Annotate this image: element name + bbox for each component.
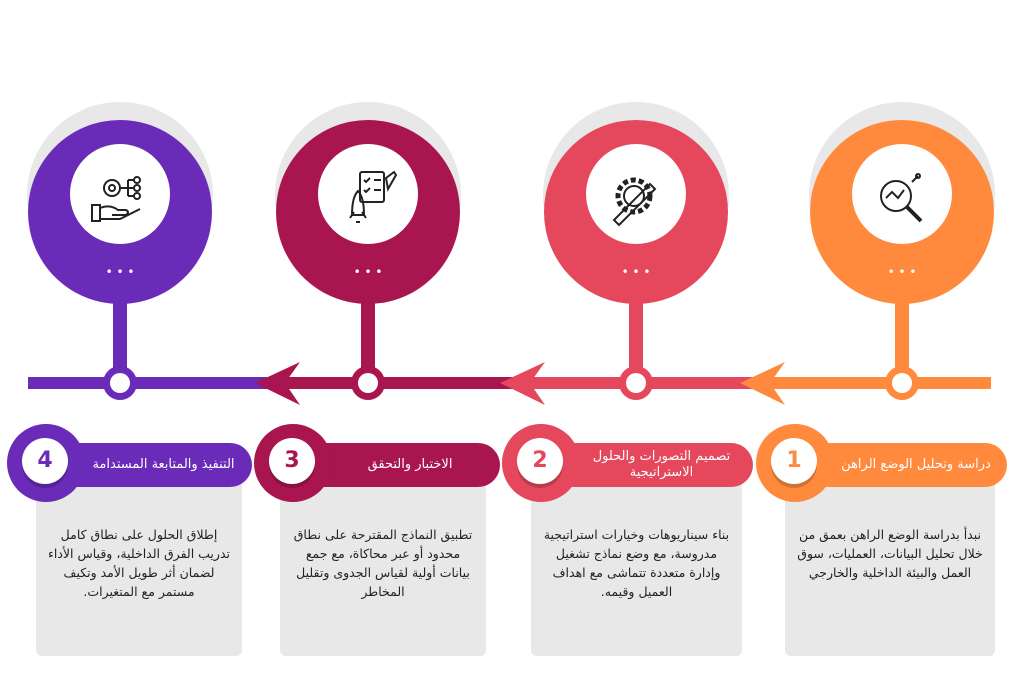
pin-step-2 [543, 102, 729, 400]
arrow-left-icon [255, 362, 300, 405]
step-4-title: التنفيذ والمتابعة المستدامة [92, 457, 235, 472]
step-4-description: إطلاق الحلول على نطاق كامل تدريب الفرق ا… [48, 527, 230, 599]
step-4-badge: 4 [7, 424, 85, 502]
step-3-card: تطبيق النماذج المقترحة على نطاق محدود أو… [280, 470, 486, 656]
step-3-number: 3 [269, 438, 315, 484]
step-2-title: تصميم التصورات والحلول الاستراتيجية [592, 449, 731, 480]
step-2-number: 2 [517, 438, 563, 484]
step-1-card: نبدأ بدراسة الوضع الراهن بعمق من خلال تح… [785, 470, 995, 656]
analysis-magnifier-icon [880, 173, 923, 223]
pin-step-3 [275, 102, 461, 400]
gear-pencil-icon [612, 177, 657, 227]
step-1-title: دراسة وتحليل الوضع الراهن [841, 457, 991, 472]
pin-dots: • • • [106, 265, 135, 279]
step-2-description: بناء سيناريوهات وخيارات استراتيجية مدروس… [543, 527, 730, 599]
timeline-segment-1 [755, 377, 991, 389]
step-4-card: إطلاق الحلول على نطاق كامل تدريب الفرق ا… [36, 470, 242, 656]
step-2-card: بناء سيناريوهات وخيارات استراتيجية مدروس… [531, 470, 742, 656]
step-1-number: 1 [771, 438, 817, 484]
step-2-badge: 2 [502, 424, 580, 502]
timeline-segment-4 [28, 377, 278, 389]
pin-dots: • • • [354, 265, 383, 279]
step-4-number: 4 [22, 438, 68, 484]
checklist-rocket-icon [349, 170, 398, 223]
pin-dots: • • • [622, 265, 651, 279]
pin-dots: • • • [888, 265, 917, 279]
arrow-left-icon [740, 362, 785, 405]
step-3-description: تطبيق النماذج المقترحة على نطاق محدود أو… [293, 527, 473, 599]
step-3-badge: 3 [254, 424, 332, 502]
pin-step-4 [27, 102, 213, 400]
arrow-left-icon [500, 362, 545, 405]
timeline-segment-3 [270, 377, 520, 389]
step-1-badge: 1 [756, 424, 834, 502]
pin-step-1 [809, 102, 995, 400]
step-3-title: الاختبار والتحقق [367, 457, 453, 472]
step-1-description: نبدأ بدراسة الوضع الراهن بعمق من خلال تح… [797, 527, 983, 580]
hand-gear-network-icon [91, 176, 141, 222]
